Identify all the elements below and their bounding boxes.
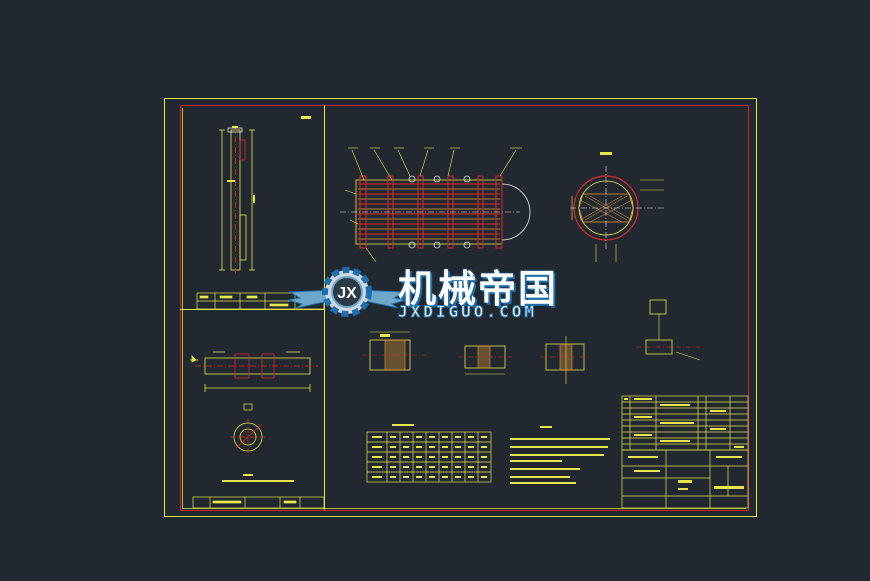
tube-data-table — [366, 431, 492, 483]
tube-bundle-leaders — [344, 147, 522, 263]
inner-red-frame — [180, 105, 749, 511]
left-title-strip — [192, 496, 325, 509]
detail-section-2 — [458, 345, 512, 375]
watermark-title: 机械帝国 — [398, 267, 559, 311]
outer-sheet-frame — [164, 98, 757, 517]
detail-section-3 — [540, 336, 590, 384]
round-section-view — [230, 403, 266, 456]
title-block-main — [621, 449, 749, 509]
vertical-part-view — [219, 125, 255, 275]
tube-sheet-circle — [570, 152, 666, 262]
detail-section-4 — [636, 299, 701, 361]
tube-data-table-cells — [372, 424, 487, 478]
left-bottom-notes — [222, 474, 294, 482]
technical-notes — [510, 426, 610, 484]
watermark-logo — [287, 267, 407, 317]
detail-section-1 — [362, 331, 428, 371]
horizontal-shaft-view — [190, 351, 318, 392]
watermark-domain: JXDIGUO.COM — [398, 302, 537, 322]
vertical-part-labels — [227, 116, 311, 203]
title-block-text — [624, 398, 744, 490]
title-block-bom — [621, 395, 749, 451]
watermark-logo-letters: JX — [337, 285, 357, 302]
tube-bundle-view — [340, 175, 531, 249]
